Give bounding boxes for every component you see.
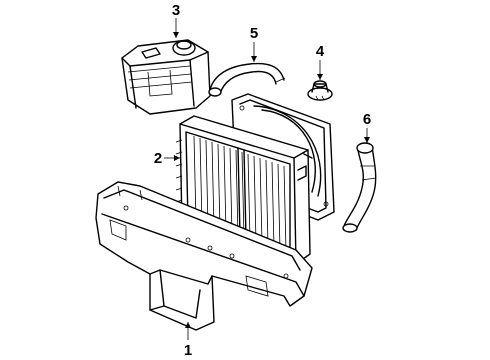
callout-6-label: 6 <box>363 111 371 128</box>
coolant-reservoir <box>121 39 211 115</box>
upper-radiator-hose <box>208 62 286 97</box>
callout-2-label: 2 <box>154 150 162 167</box>
callout-3-label: 3 <box>172 2 180 19</box>
callout-3: 3 <box>172 2 180 38</box>
callout-4: 4 <box>316 43 325 80</box>
callout-5-label: 5 <box>250 25 258 42</box>
callout-5: 5 <box>250 25 258 62</box>
callout-4-label: 4 <box>316 43 325 60</box>
radiator-support <box>95 181 313 331</box>
callout-6: 6 <box>363 111 371 143</box>
lower-radiator-hose <box>342 142 377 233</box>
callout-1-label: 1 <box>184 342 192 359</box>
thermostat <box>307 80 333 101</box>
callout-1: 1 <box>184 322 192 359</box>
callout-2: 2 <box>154 150 180 167</box>
